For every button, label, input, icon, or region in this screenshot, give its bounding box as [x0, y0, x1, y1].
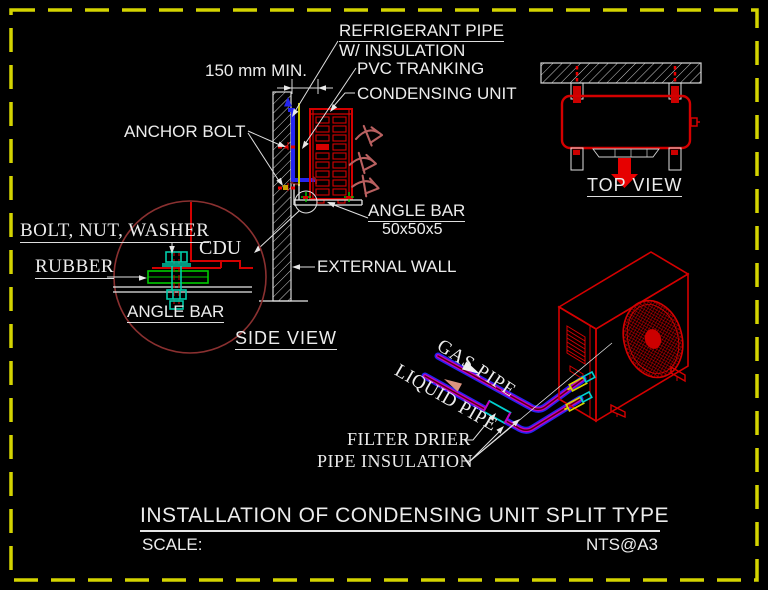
- side-view-leaders: [247, 40, 369, 268]
- label-refrigerant-pipe-2: W/ INSULATION: [339, 41, 466, 60]
- label-anchor-bolt: ANCHOR BOLT: [124, 122, 246, 141]
- scale-value: NTS@A3: [585, 535, 658, 554]
- top-view-caption: TOP VIEW: [587, 175, 683, 197]
- wall-section: [272, 91, 292, 302]
- label-refrigerant-pipe: REFRIGERANT PIPE: [339, 21, 504, 42]
- label-filter-drier: FILTER DRIER: [347, 429, 471, 449]
- wall-plan: [540, 62, 702, 84]
- view-direction-arrow: [611, 158, 638, 188]
- service-valves: [563, 370, 596, 412]
- label-external-wall: EXTERNAL WALL: [317, 257, 457, 276]
- mounting-detail: [107, 200, 267, 354]
- top-view-drawing: [540, 62, 702, 188]
- label-pipe-insulation: PIPE INSULATION: [317, 451, 473, 471]
- unit-feet: [610, 365, 686, 419]
- label-angle-bar: ANGLE BAR: [368, 201, 466, 222]
- label-pvc-tranking: PVC TRANKING: [357, 59, 485, 78]
- detail-balloon: [294, 190, 318, 214]
- sheet-border: [9, 8, 759, 582]
- fan-grille-icon: [622, 299, 684, 379]
- scale-label: SCALE:: [142, 535, 203, 554]
- label-condensing-unit: CONDENSING UNIT: [357, 84, 517, 103]
- liquid-flow-arrow: [444, 379, 462, 392]
- drawing-title: INSTALLATION OF CONDENSING UNIT SPLIT TY…: [140, 504, 669, 533]
- refrigerant-pipe: [288, 108, 315, 182]
- condensing-unit-plan: [560, 94, 692, 150]
- side-view-drawing: [247, 40, 384, 302]
- condensing-unit-iso: [557, 251, 690, 423]
- gas-flow-arrow: [462, 361, 480, 374]
- iso-leaders: [462, 342, 613, 464]
- label-angle-bar-size: 50x50x5: [382, 221, 443, 238]
- condensing-unit-side: [309, 108, 353, 204]
- angle-bar-side: [293, 184, 363, 206]
- side-view-caption: SIDE VIEW: [235, 328, 338, 350]
- side-vent-grille: [566, 325, 586, 380]
- anchor-bolts: [278, 142, 296, 193]
- airflow-symbols: [348, 124, 384, 198]
- isometric-drawing: [421, 251, 690, 464]
- label-rubber: RUBBER: [35, 256, 115, 279]
- bolt-assembly: [162, 251, 191, 310]
- label-angle-bar-detail: ANGLE BAR: [127, 302, 225, 323]
- label-bolt-nut-washer: BOLT, NUT, WASHER: [20, 220, 210, 243]
- dimension-label: 150 mm MIN.: [205, 61, 308, 80]
- label-cdu: CDU: [199, 237, 242, 259]
- refrigerant-pipes-iso: [421, 352, 587, 434]
